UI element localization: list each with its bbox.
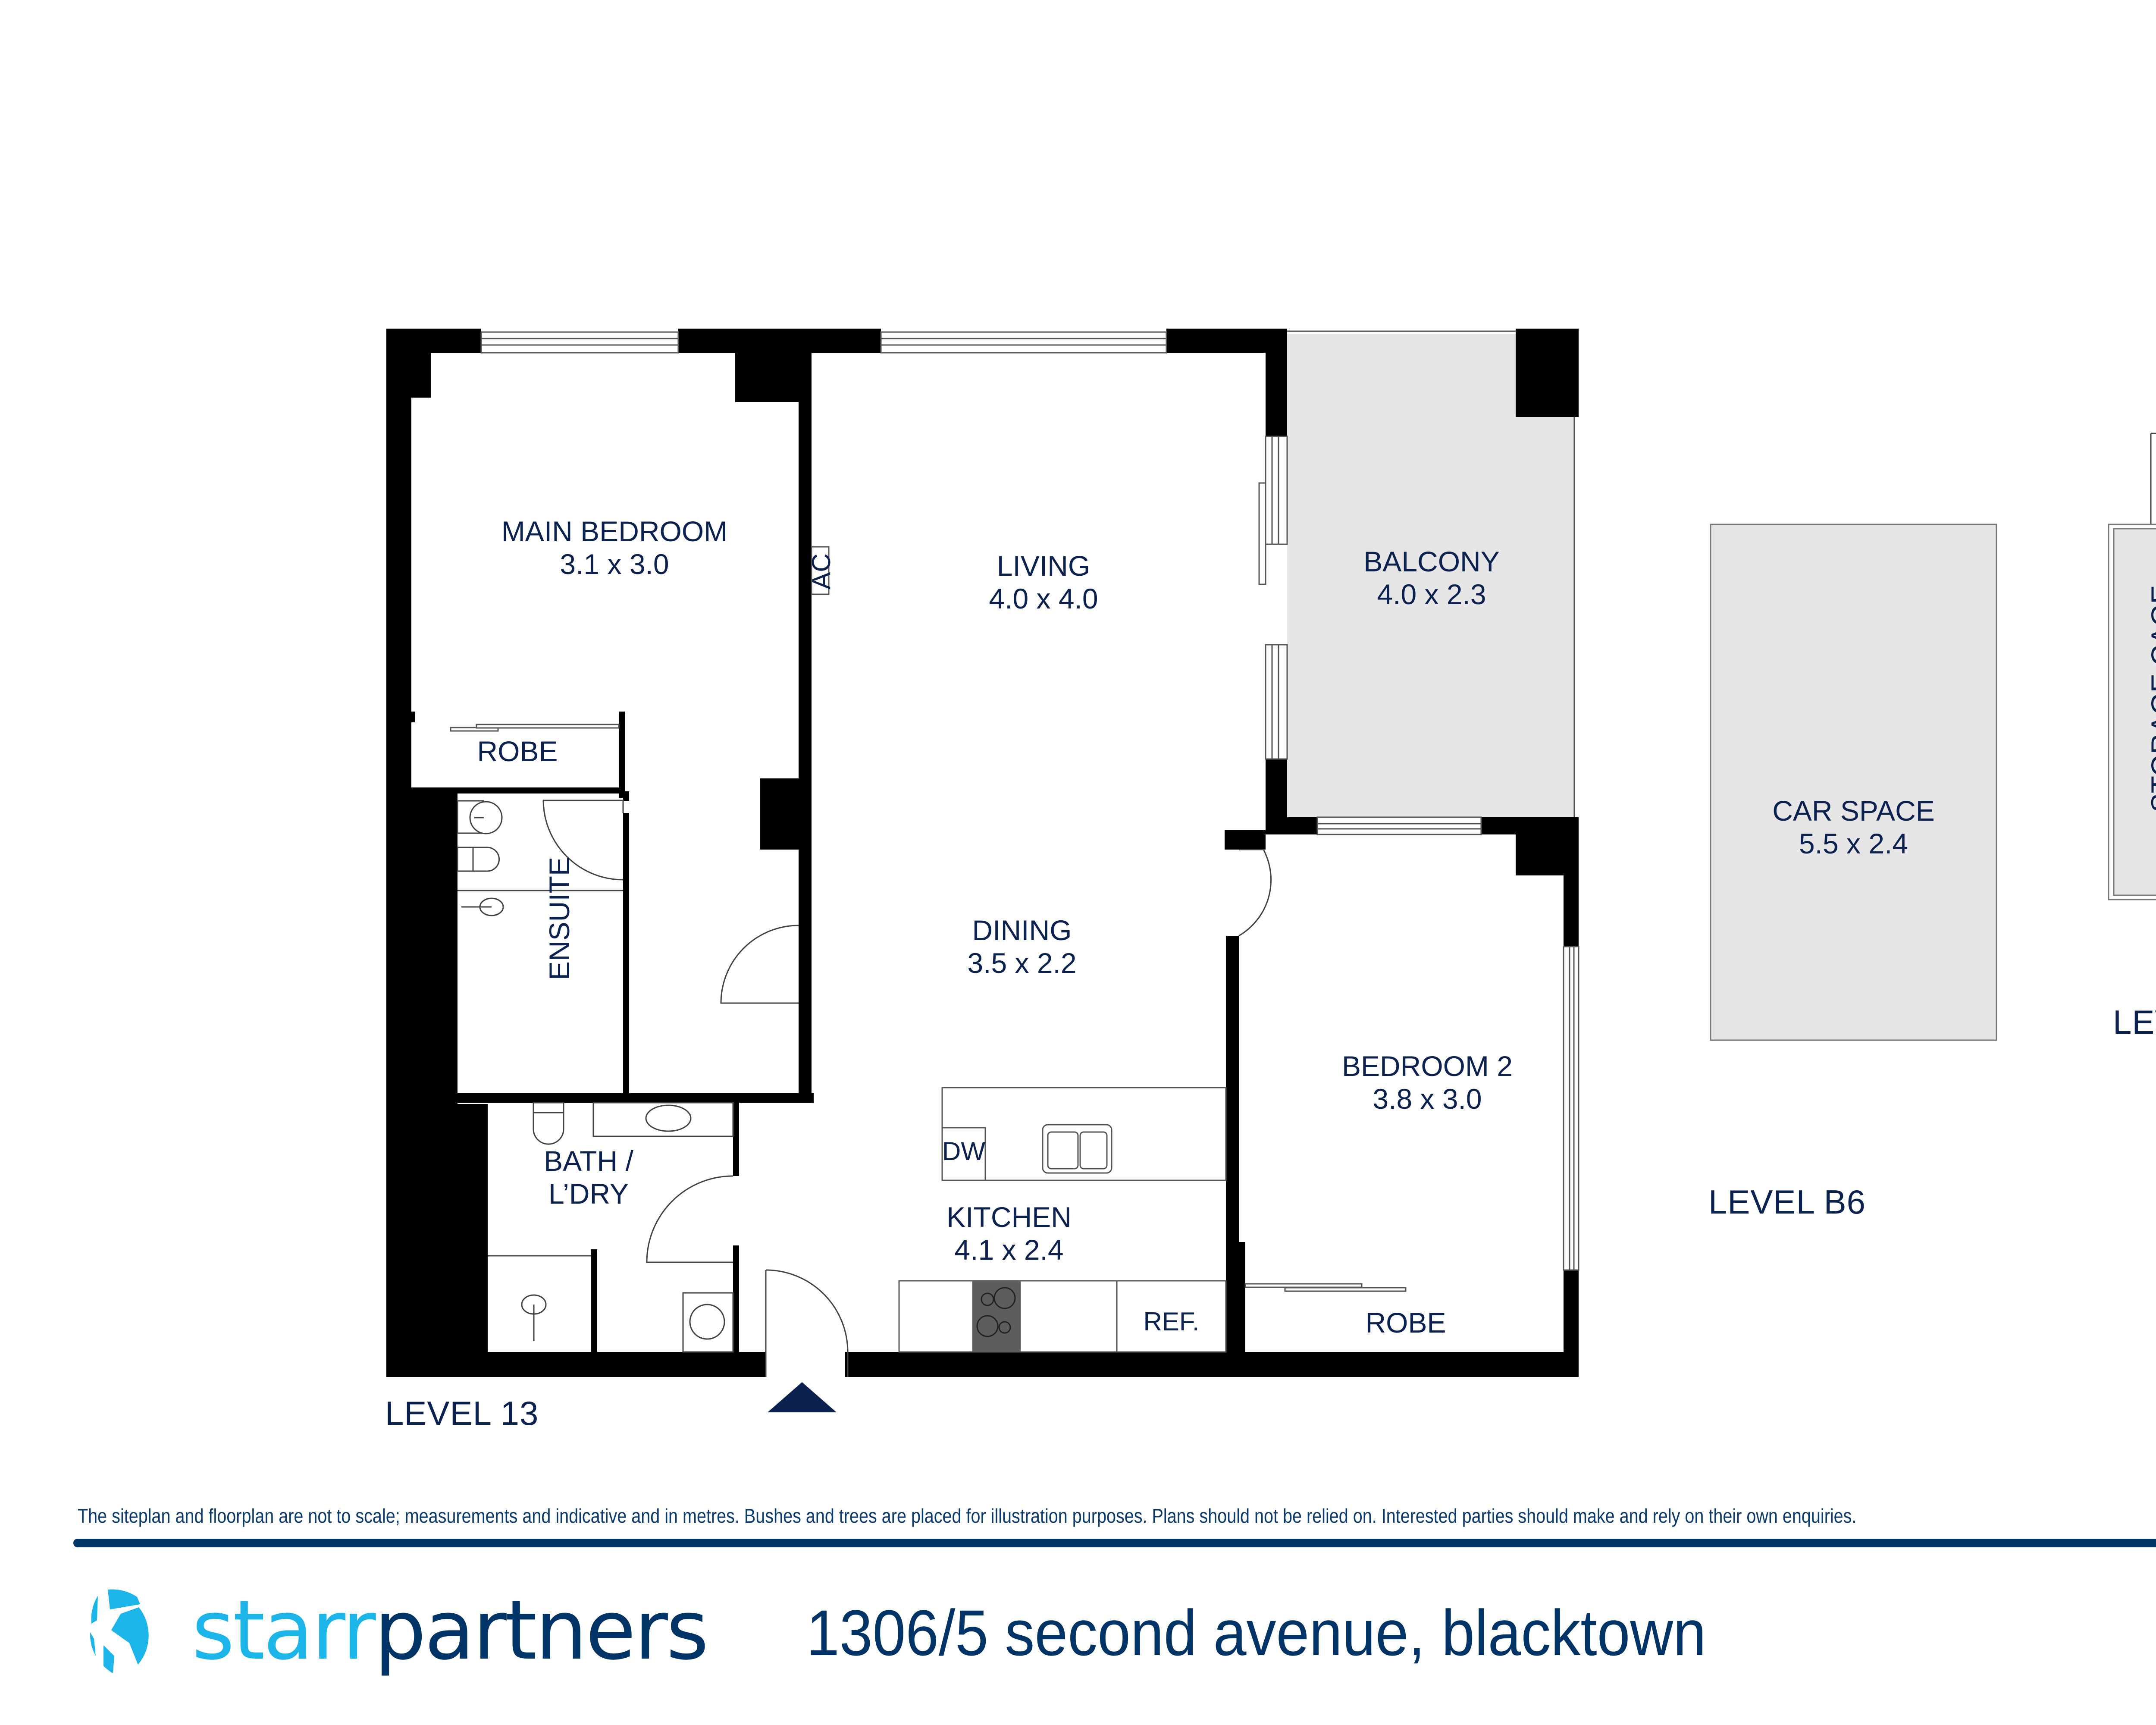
level-b6-label: LEVEL B6 — [1708, 1183, 1866, 1221]
fridge-label: REF. — [1143, 1307, 1200, 1336]
room-kitchen: KITCHEN 4.1 x 2.4 — [901, 1201, 1117, 1267]
doors — [542, 433, 2156, 1377]
room-name: BEDROOM 2 — [1341, 1050, 1513, 1082]
room-dimensions: 3.5 x 2.2 — [967, 947, 1077, 979]
level-b4-label: LEVEL B4 — [2113, 1003, 2156, 1041]
car-space-dimensions: 5.5 x 2.4 — [1799, 827, 1908, 859]
room-living: LIVING 4.0 x 4.0 — [931, 550, 1156, 615]
room-dimensions: 4.0 x 4.0 — [989, 582, 1098, 615]
disclaimer-text: The siteplan and floorplan are not to sc… — [78, 1505, 1857, 1527]
kitchen-fixtures — [898, 1087, 1227, 1353]
logo-text-starr: starr — [192, 1582, 376, 1678]
room-name: DINING — [972, 914, 1072, 946]
starr-partners-logo-icon — [90, 1589, 149, 1673]
robe-main-label: ROBE — [477, 735, 558, 767]
room-dimensions: 3.8 x 3.0 — [1373, 1082, 1482, 1115]
storage-cage-area — [2113, 528, 2156, 896]
robe-sliders — [450, 724, 1407, 1292]
entry-arrow-icon — [768, 1382, 837, 1412]
ac-unit — [811, 546, 830, 595]
room-ensuite: ENSUITE — [543, 856, 575, 981]
room-name-line2: L’DRY — [548, 1177, 629, 1210]
room-dimensions: 4.0 x 2.3 — [1377, 578, 1486, 610]
storage-cage-name: STORAGE CAGE — [2145, 585, 2156, 812]
dishwasher-label: DW — [942, 1137, 985, 1166]
room-balcony: BALCONY 4.0 x 2.3 — [1324, 546, 1539, 611]
storage-cage-label: STORAGE CAGE 3.9 x 1.1 — [2145, 563, 2156, 834]
room-bedroom-2: BEDROOM 2 3.8 x 3.0 — [1315, 1050, 1539, 1116]
room-dimensions: 4.1 x 2.4 — [954, 1233, 1064, 1266]
room-name: MAIN BEDROOM — [501, 515, 728, 547]
bathroom-fixtures — [457, 800, 734, 1353]
room-main-bedroom: MAIN BEDROOM 3.1 x 3.0 — [481, 515, 748, 581]
footer-divider — [73, 1539, 2156, 1547]
car-space-area — [1710, 524, 1997, 1041]
room-dimensions: 3.1 x 3.0 — [560, 548, 669, 580]
room-name: BALCONY — [1363, 546, 1500, 577]
windows — [480, 330, 1579, 1271]
car-space-name: CAR SPACE — [1772, 795, 1935, 827]
car-space-label: CAR SPACE 5.5 x 2.4 — [1711, 795, 1996, 860]
property-address: 1306/5 second avenue, blacktown — [806, 1596, 1706, 1669]
ac-label: AC — [807, 553, 836, 590]
level-13-label: LEVEL 13 — [385, 1394, 539, 1432]
cooktop — [972, 1281, 1021, 1352]
room-dining: DINING 3.5 x 2.2 — [914, 914, 1130, 980]
room-name: LIVING — [997, 550, 1091, 582]
room-name: KITCHEN — [946, 1201, 1072, 1233]
logo-text-partners: partners — [374, 1582, 709, 1678]
robe-bedroom2-label: ROBE — [1365, 1307, 1446, 1339]
walls — [386, 329, 1579, 1377]
room-name: BATH / — [544, 1145, 633, 1177]
room-bath-laundry: BATH / L’DRY — [524, 1145, 653, 1211]
